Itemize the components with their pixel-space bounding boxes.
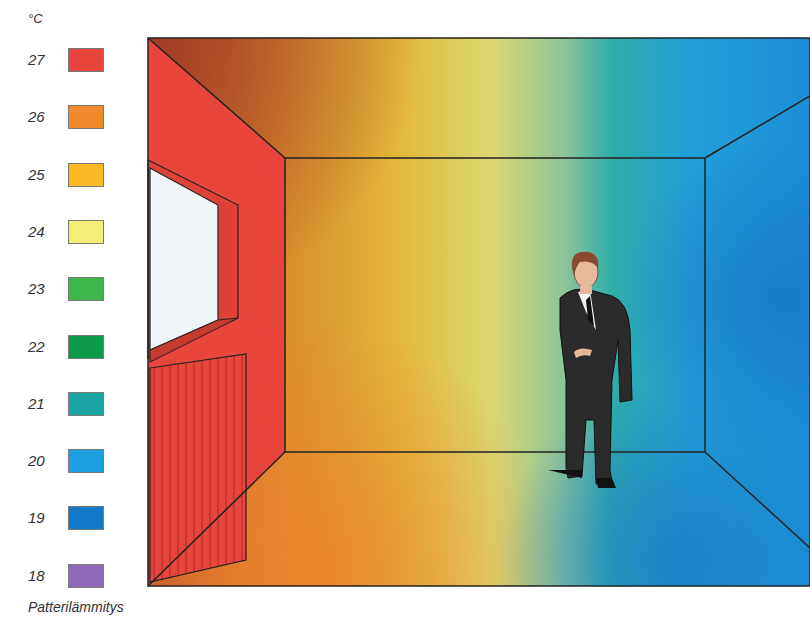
legend-swatch	[68, 506, 104, 530]
legend-row: 18	[28, 564, 104, 588]
legend-swatch	[68, 277, 104, 301]
legend-swatch	[68, 163, 104, 187]
caption: Patterilämmitys	[28, 598, 124, 616]
legend-swatch	[68, 449, 104, 473]
legend-label: 22	[28, 338, 68, 356]
legend-label: 19	[28, 509, 68, 527]
legend-row: 23	[28, 277, 104, 301]
legend-swatch	[68, 564, 104, 588]
person-figure	[548, 252, 632, 488]
legend-label: 25	[28, 166, 68, 184]
legend-row: 22	[28, 335, 104, 359]
legend-row: 20	[28, 449, 104, 473]
legend-label: 23	[28, 280, 68, 298]
legend-swatch	[68, 105, 104, 129]
legend-label: 21	[28, 395, 68, 413]
legend-row: 26	[28, 105, 104, 129]
legend-label: 27	[28, 51, 68, 69]
legend-row: 19	[28, 506, 104, 530]
legend-row: 25	[28, 163, 104, 187]
legend-row: 24	[28, 220, 104, 244]
legend-label: 18	[28, 567, 68, 585]
legend-label: 24	[28, 223, 68, 241]
legend-label: 20	[28, 452, 68, 470]
legend-swatch	[68, 392, 104, 416]
unit-label: °C	[28, 10, 43, 28]
legend-row: 27	[28, 48, 104, 72]
legend-label: 26	[28, 108, 68, 126]
legend-swatch	[68, 48, 104, 72]
legend-swatch	[68, 220, 104, 244]
legend-row: 21	[28, 392, 104, 416]
legend-swatch	[68, 335, 104, 359]
